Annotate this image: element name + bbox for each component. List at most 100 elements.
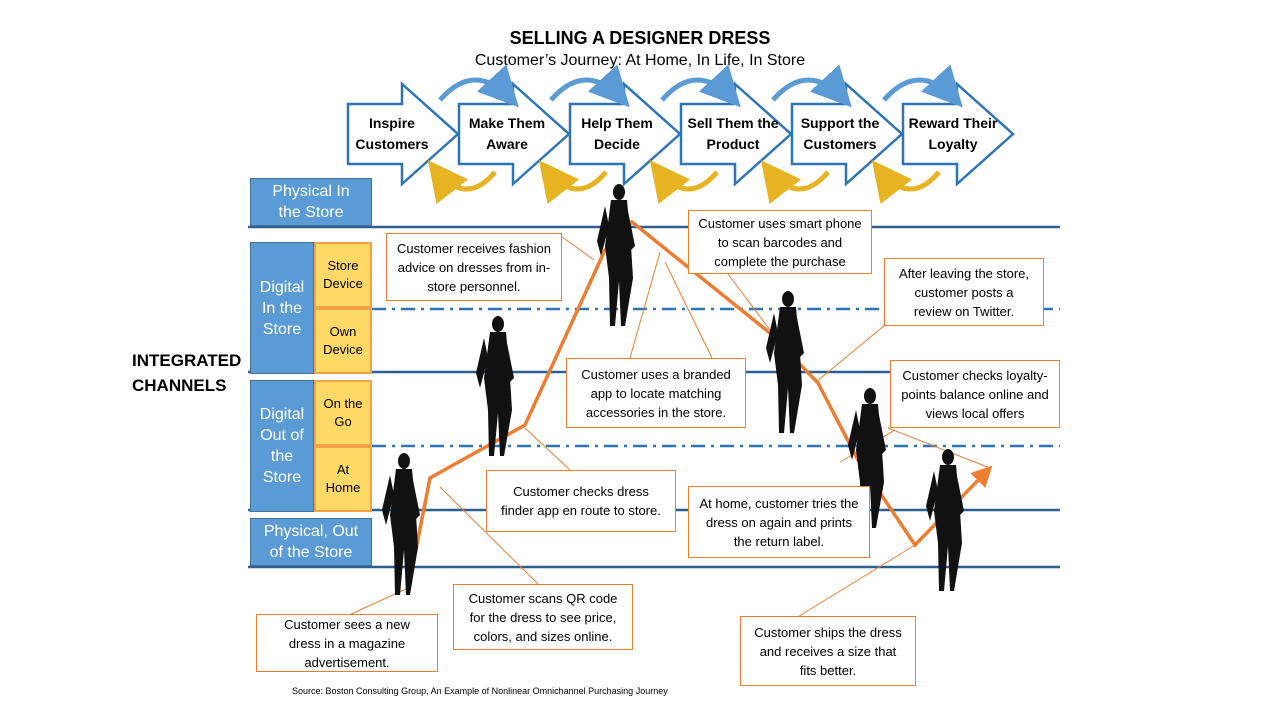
lane-line: Out of	[260, 427, 304, 444]
callout-line: advice on dresses from in-	[397, 259, 551, 275]
callout-leaders	[346, 236, 991, 619]
callout-dress-finder: Customer checks dress finder app en route…	[486, 470, 676, 532]
step-line: Customers	[355, 136, 429, 152]
callout-line: Customer ships the dress	[754, 624, 902, 640]
callout-line: Customer sees a new	[284, 616, 410, 632]
callout-branded-app: Customer uses a branded app to locate mat…	[566, 358, 746, 428]
figure-in-store	[597, 184, 635, 326]
callout-ships-dress: Customer ships the dress and receives a s…	[740, 616, 916, 686]
callout-line: and receives a size that	[759, 643, 897, 659]
callout-twitter-review: After leaving the store, customer posts a…	[884, 258, 1044, 326]
callout-line: accessories in the store.	[585, 404, 727, 420]
callout-line: app to locate matching	[590, 385, 722, 401]
callout-line: for the dress to see price,	[469, 609, 617, 625]
sublane-line: Device	[323, 276, 363, 291]
sublane-line: Home	[325, 480, 361, 495]
step-line: Sell Them the	[687, 115, 779, 131]
callout-qr-code: Customer scans QR code for the dress to s…	[453, 584, 633, 650]
callout-line: At home, customer tries the	[699, 495, 859, 511]
callout-line: finder app en route to store.	[501, 503, 661, 518]
sublane-line: On the	[323, 396, 363, 411]
callout-return-label: At home, customer tries the dress on agai…	[688, 486, 870, 558]
callout-line: store personnel.	[427, 278, 521, 294]
callout-loyalty-points: Customer checks loyalty-points balance o…	[890, 360, 1060, 428]
callout-line: After leaving the store,	[898, 265, 1030, 281]
step-line: Aware	[486, 136, 528, 152]
callout-line: complete the purchase	[714, 253, 846, 269]
lane-physical-out-store: Physical, Out of the Store	[250, 518, 372, 566]
callout-line: the return label.	[733, 533, 825, 549]
lane-line: Digital	[259, 406, 305, 423]
channels-line: CHANNELS	[132, 376, 227, 395]
lane-line: the Store	[278, 204, 344, 221]
callout-line: customer posts a	[914, 284, 1014, 300]
step-line: Customers	[803, 136, 877, 152]
channels-line: INTEGRATED	[132, 351, 242, 370]
sublane-line: At	[336, 462, 350, 477]
step-line: Reward Their	[908, 115, 998, 131]
step-line: Product	[706, 136, 760, 152]
step-line: Decide	[594, 136, 640, 152]
callout-line: Customer uses a branded	[581, 366, 731, 382]
callout-line: Customer scans QR code	[468, 590, 618, 606]
lane-line: Physical, Out	[263, 523, 359, 540]
integrated-channels-label: INTEGRATED CHANNELS	[132, 348, 241, 398]
figure-on-the-go	[476, 316, 514, 456]
step-line: Support the	[800, 115, 880, 131]
callout-line: Customer receives fashion	[397, 240, 551, 256]
callout-line: Customer uses smart phone	[698, 215, 862, 231]
sublane-line: Store	[327, 258, 359, 273]
sublane-line: Go	[334, 414, 352, 429]
journey-path	[406, 219, 993, 591]
diagram-title: SELLING A DESIGNER DRESS	[509, 28, 771, 48]
callout-line: advertisement.	[304, 654, 390, 670]
callout-line: dress in a magazine	[288, 635, 406, 651]
customer-figures	[382, 184, 964, 595]
lane-line: In the	[261, 299, 303, 317]
lane-line: of the Store	[269, 544, 353, 561]
sublane-line: Device	[323, 342, 363, 357]
step-line: Help Them	[581, 115, 653, 131]
step-line: Loyalty	[928, 136, 978, 152]
callout-fashion-advice: Customer receives fashion advice on dress…	[386, 233, 562, 301]
step-line: Inspire	[369, 115, 415, 131]
lane-line: Store	[262, 469, 302, 486]
sublane-line: Own	[329, 324, 357, 339]
lane-line: the	[270, 448, 294, 465]
callout-line: Customer checks loyalty-	[902, 367, 1048, 383]
figure-checkout	[766, 291, 804, 433]
callout-line: fits better.	[799, 662, 857, 678]
chevron-1	[346, 81, 460, 187]
callout-line: views local offers	[925, 405, 1025, 421]
cycle-arrows	[427, 64, 963, 204]
step-line: Make Them	[468, 115, 546, 131]
callout-magazine: Customer sees a new dress in a magazine ad…	[256, 614, 438, 672]
figure-ships	[926, 449, 964, 591]
lane-line: Physical In	[272, 183, 350, 200]
source-note: Source: Boston Consulting Group, An Exam…	[292, 686, 668, 696]
lane-line: Digital	[259, 278, 305, 296]
callout-line: to scan barcodes and	[717, 234, 843, 250]
callout-line: colors, and sizes online.	[473, 628, 613, 644]
callout-smart-phone: Customer uses smart phone to scan barcode…	[688, 210, 872, 274]
lane-physical-in-store: Physical In the Store	[250, 178, 372, 226]
callout-line: Customer checks dress	[513, 484, 649, 499]
figure-magazine	[382, 453, 420, 595]
lane-line: Store	[262, 320, 302, 338]
callout-line: review on Twitter.	[913, 303, 1015, 319]
callout-line: points balance online and	[901, 386, 1049, 402]
callout-line: dress on again and prints	[706, 514, 852, 530]
